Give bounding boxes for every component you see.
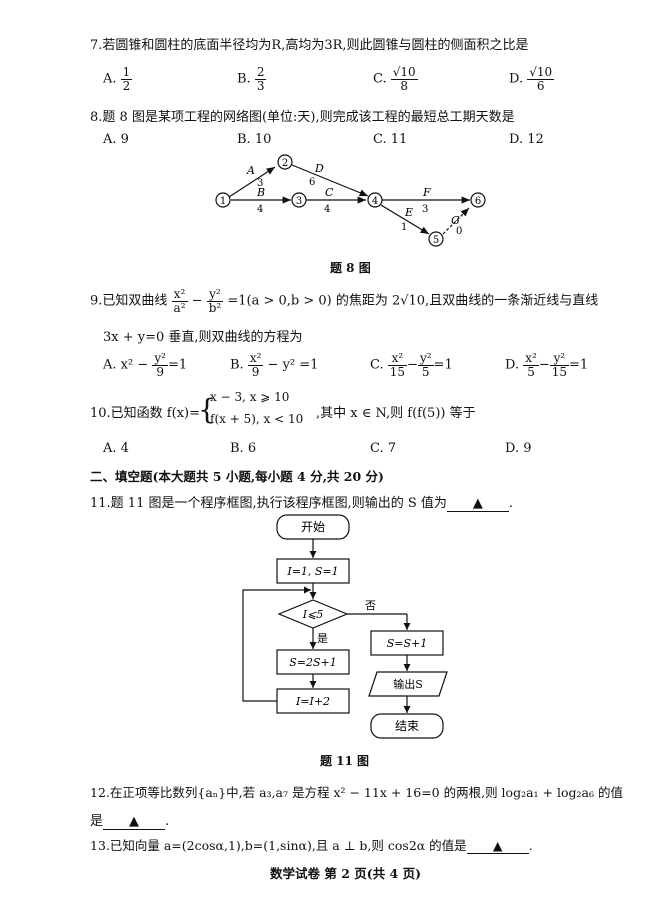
svg-text:3: 3 <box>296 196 302 207</box>
q10-stem-a: 10.已知函数 f(x)= <box>90 406 200 421</box>
edge-f-days: 3 <box>422 204 428 215</box>
edge-a <box>228 166 276 198</box>
q10-brace: { <box>198 393 216 426</box>
svg-text:I⩽5: I⩽5 <box>302 608 324 621</box>
q8-option-b: B. 10 <box>237 132 272 147</box>
q8-option-d: D. 12 <box>509 132 544 147</box>
edge-e <box>380 204 430 235</box>
q10-stem-b: ,其中 x ∈ N,则 f(f(5)) 等于 <box>316 406 476 421</box>
q12-line2: 是▲. <box>90 814 170 830</box>
edge-c-name: C <box>325 186 334 199</box>
q8-stem: 8.题 8 图是某项工程的网络图(单位:天),则完成该工程的最短总工期天数是 <box>90 110 515 125</box>
q12-answer-blank[interactable]: ▲ <box>103 814 166 830</box>
q13-blank-marker: ▲ <box>492 838 503 853</box>
q10-case1: x − 3, x ⩾ 10 <box>210 390 290 404</box>
flow-init: I=1, S=1 <box>276 558 350 584</box>
edge-a-name: A <box>246 164 255 177</box>
flowchart: 开始 I=1, S=1 I⩽5 否 是 S=2S+1 I=I+2 S=S+1 输… <box>242 514 448 739</box>
q7-stem: 7.若圆锥和圆柱的底面半径均为R,高均为3R,则此圆锥与圆柱的侧面积之比是 <box>90 38 529 53</box>
node-1: 1 <box>215 192 231 208</box>
flow-no-label: 否 <box>365 599 376 612</box>
q10-option-c: C. 7 <box>370 441 397 456</box>
edge-d-days: 6 <box>309 177 315 188</box>
edge-d <box>291 164 369 197</box>
q11-answer-blank[interactable]: ▲ <box>446 496 509 512</box>
edge-b-days: 4 <box>257 204 263 215</box>
svg-text:输出S: 输出S <box>393 677 423 691</box>
edge-g-days: 0 <box>456 226 462 237</box>
edge-e-days: 1 <box>401 222 407 233</box>
node-6: 6 <box>470 192 486 208</box>
svg-text:6: 6 <box>475 196 481 207</box>
flow-yes-label: 是 <box>317 632 328 645</box>
svg-text:2: 2 <box>282 158 288 169</box>
q11-caption: 题 11 图 <box>320 754 370 768</box>
svg-text:4: 4 <box>372 196 378 207</box>
node-3: 3 <box>291 192 307 208</box>
q11-stem: 11.题 11 图是一个程序框图,执行该程序框图,则输出的 S 值为▲. <box>90 496 514 512</box>
q8-caption: 题 8 图 <box>330 261 371 275</box>
svg-text:开始: 开始 <box>301 520 325 534</box>
svg-text:I=1, S=1: I=1, S=1 <box>286 565 338 578</box>
q11-blank-marker: ▲ <box>472 496 483 511</box>
flow-end: 结束 <box>370 713 444 739</box>
flow-step-s: S=2S+1 <box>276 649 350 675</box>
network-diagram: 1 2 3 4 5 6 A 3 B 4 D 6 C 4 F 3 E 1 G 0 <box>215 154 486 247</box>
svg-text:5: 5 <box>433 235 439 246</box>
edge-g <box>442 207 470 235</box>
q13-stem: 13.已知向量 a=(2cosα,1),b=(1,sinα),且 a ⊥ b,则… <box>90 838 533 854</box>
q10-option-a: A. 4 <box>103 441 129 456</box>
q13-answer-blank[interactable]: ▲ <box>466 838 529 854</box>
edge-e-name: E <box>404 206 413 219</box>
q8-option-a: A. 9 <box>103 132 129 147</box>
q10-option-d: D. 9 <box>505 441 532 456</box>
q10-option-b: B. 6 <box>230 441 257 456</box>
flow-step-i: I=I+2 <box>276 688 350 714</box>
q8-option-c: C. 11 <box>373 132 408 147</box>
edge-b-name: B <box>256 186 265 199</box>
q10-case2: f(x + 5), x < 10 <box>210 412 304 426</box>
flow-condition: I⩽5 <box>277 599 349 629</box>
edge-c-days: 4 <box>324 204 330 215</box>
q12-blank-marker: ▲ <box>129 814 140 829</box>
node-4: 4 <box>367 192 383 208</box>
svg-text:I=I+2: I=I+2 <box>295 695 330 708</box>
q9-line2: 3x + y=0 垂直,则双曲线的方程为 <box>103 330 303 345</box>
page-footer: 数学试卷 第 2 页(共 4 页) <box>270 866 421 881</box>
svg-text:S=2S+1: S=2S+1 <box>289 656 337 669</box>
flow-after: S=S+1 <box>370 630 444 656</box>
svg-text:结束: 结束 <box>395 719 419 733</box>
edge-a-days: 3 <box>257 178 263 189</box>
q12-stem: 12.在正项等比数列{aₙ}中,若 a₃,a₇ 是方程 x² − 11x + 1… <box>90 785 623 800</box>
flow-output: 输出S <box>368 671 448 697</box>
svg-text:1: 1 <box>220 196 226 207</box>
svg-text:S=S+1: S=S+1 <box>387 637 428 650</box>
flow-start: 开始 <box>276 514 350 540</box>
section-2-heading: 二、填空题(本大题共 5 小题,每小题 4 分,共 20 分) <box>90 469 384 484</box>
node-5: 5 <box>428 231 444 247</box>
node-2: 2 <box>277 154 293 170</box>
edge-g-name: G <box>451 214 460 227</box>
edge-d-name: D <box>314 162 324 175</box>
edge-f-name: F <box>422 186 431 199</box>
